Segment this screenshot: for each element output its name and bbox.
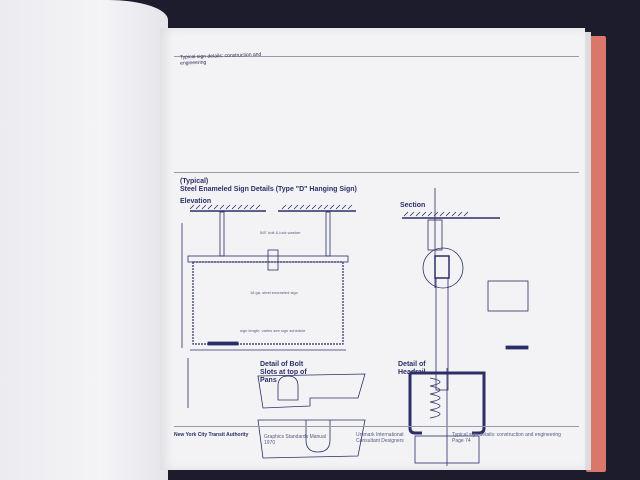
footer-authority: New York City Transit Authority (174, 432, 249, 438)
top-rule (174, 56, 579, 57)
book-cover-edge (586, 36, 606, 472)
footer-manual: Graphics Standards Manual 1970 (264, 434, 326, 446)
footer-page-number: Page 74 (452, 438, 471, 444)
annotation-enameled-sign: 18 ga. steel enameled sign (250, 290, 298, 295)
left-page (0, 0, 168, 480)
footer-year: 1970 (264, 440, 276, 446)
annotation-bolt-washer: 5/8" bolt & lock washer (260, 230, 301, 235)
footer-section: Typical sign details: construction and e… (452, 432, 561, 444)
technical-drawings (181, 188, 529, 466)
bolt-slots-drawing (257, 373, 366, 459)
elevation-label: Elevation (180, 198, 212, 205)
section-rule (174, 172, 579, 173)
footer-section-title: Typical sign details: construction and e… (452, 432, 561, 438)
section-label: Section (400, 202, 426, 209)
figure-title: Steel Enameled Sign Details (Type "D" Ha… (180, 186, 357, 193)
footer-designers: Unimark International Consultant Designe… (356, 432, 404, 444)
figure-qualifier: (Typical) (180, 178, 209, 185)
footer-designer-line2: Consultant Designers (356, 438, 404, 444)
headrail-drawing (408, 368, 486, 466)
elevation-drawing (181, 204, 356, 408)
footer-manual-title: Graphics Standards Manual (264, 434, 326, 440)
bolt-slots-label: Detail of Bolt Slots at top of Pans (260, 361, 307, 384)
annotation-sign-length: sign length: varies see sign schedule (240, 328, 306, 333)
footer-rule (174, 426, 579, 427)
section-drawing (402, 188, 529, 391)
footer-designer-line1: Unimark International (356, 432, 404, 438)
right-page: Typical sign details: construction and e… (160, 28, 585, 470)
